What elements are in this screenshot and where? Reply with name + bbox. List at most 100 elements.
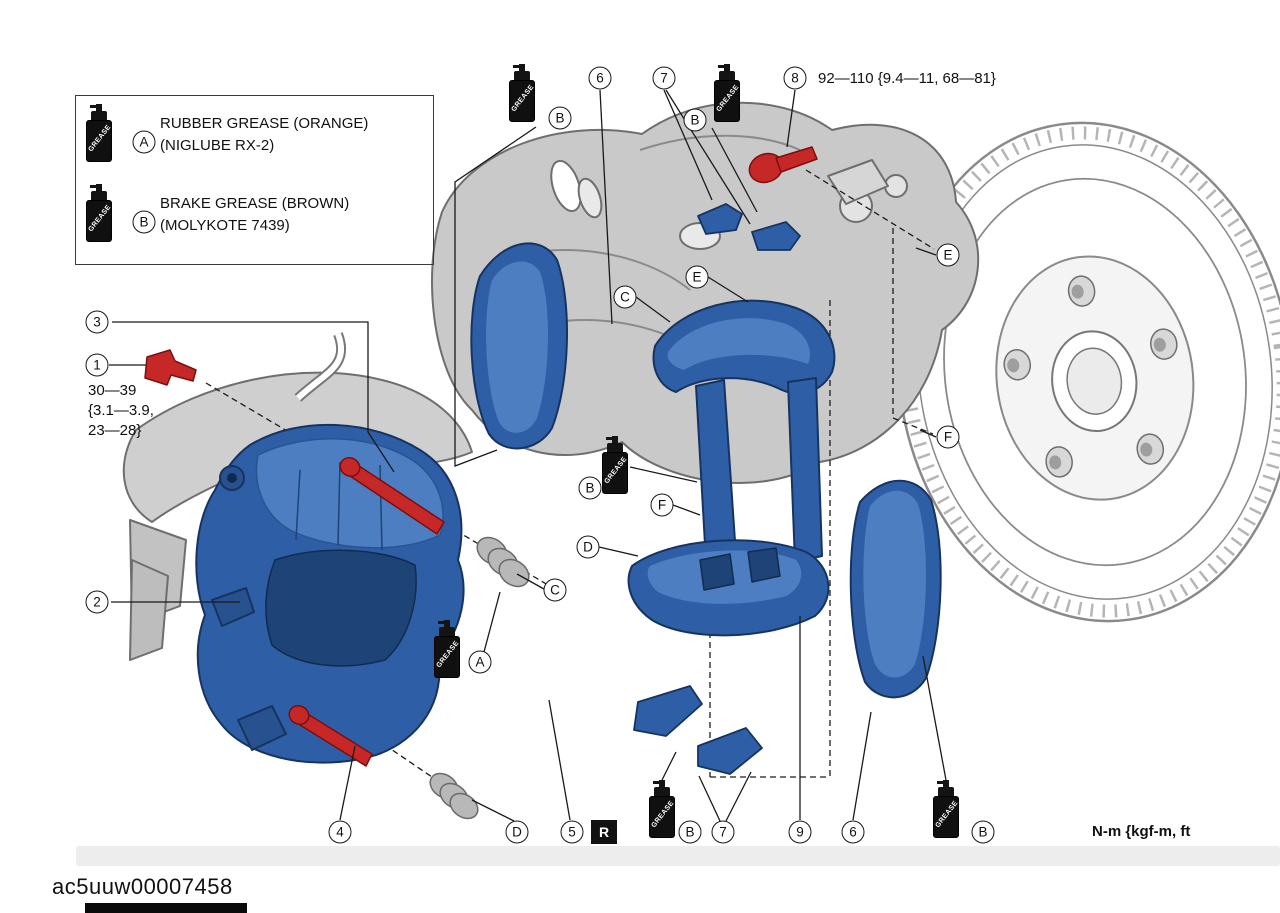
grease-can-cap-icon: [654, 787, 670, 796]
grease-can-nozzle-icon: [90, 104, 102, 111]
callout-7-bottom: 7: [711, 820, 735, 844]
callout-5: 5: [560, 820, 584, 844]
grease-legend: GREASE A RUBBER GREASE (ORANGE) (NIGLUBE…: [75, 95, 434, 265]
callout-f-mid: F: [650, 493, 674, 517]
grease-can-body-icon: GREASE: [86, 120, 112, 162]
caliper-mounting-bracket: [627, 299, 836, 637]
callout-f-right: F: [936, 425, 960, 449]
grease-can-nozzle-icon: [718, 64, 730, 71]
grease-can-nozzle-icon: [937, 780, 949, 787]
grease-can-body-icon: GREASE: [649, 796, 675, 838]
grease-can-nozzle-icon: [606, 436, 618, 443]
grease-can-label: GREASE: [87, 203, 112, 234]
guide-pin-upper: [339, 456, 445, 535]
restraint-marker: R: [591, 820, 617, 844]
caliper-bolt-8: [748, 146, 818, 184]
callout-grease-b-top-left: B: [548, 106, 572, 130]
brake-rotor: [896, 121, 1280, 623]
callout-grease-b-bottom-left: B: [678, 820, 702, 844]
steering-knuckle: [122, 101, 980, 661]
callout-d-bottom: D: [505, 820, 529, 844]
pad-guide-clips-lower: [633, 685, 763, 775]
callout-grease-b-bottom-right: B: [971, 820, 995, 844]
torque-spec-bolt-8: 92—110 {9.4—11, 68—81}: [818, 70, 996, 87]
legend-item-brake-grease: GREASE B BRAKE GREASE (BROWN) (MOLYKOTE …: [76, 184, 433, 264]
grease-can-icon: GREASE: [432, 620, 462, 678]
page-edge-bar: [85, 903, 247, 913]
grease-can-nozzle-icon: [653, 780, 665, 787]
grease-can-cap-icon: [514, 71, 530, 80]
torque-spec-bolt-1: 30—39 {3.1—3.9, 23—28}: [88, 381, 154, 441]
grease-can-nozzle-icon: [513, 64, 525, 71]
callout-grease-b-top-right: B: [683, 108, 707, 132]
grease-can-body-icon: GREASE: [602, 452, 628, 494]
brake-pad-outer: [849, 479, 942, 699]
grease-can-nozzle-icon: [90, 184, 102, 191]
grease-can-icon: GREASE: [647, 780, 677, 838]
grease-can-body-icon: GREASE: [714, 80, 740, 122]
callout-4: 4: [328, 820, 352, 844]
grease-can-label: GREASE: [510, 83, 535, 114]
legend-key-a: A: [132, 130, 156, 154]
caliper-bolt-1: [144, 349, 197, 386]
callout-1: 1: [85, 353, 109, 377]
grease-can-body-icon: GREASE: [933, 796, 959, 838]
callout-e-mid: E: [685, 265, 709, 289]
legend-text-a: RUBBER GREASE (ORANGE) (NIGLUBE RX-2): [160, 113, 368, 157]
legend-text-b: BRAKE GREASE (BROWN) (MOLYKOTE 7439): [160, 193, 349, 237]
leader-lines: [109, 89, 947, 822]
grease-can-label: GREASE: [934, 799, 959, 830]
torque-spec-bolt-1-line2: {3.1—3.9,: [88, 402, 154, 419]
grease-can-body-icon: GREASE: [509, 80, 535, 122]
grease-can-label: GREASE: [715, 83, 740, 114]
callout-c-lower: C: [543, 578, 567, 602]
grease-can-cap-icon: [439, 627, 455, 636]
legend-a-line1: RUBBER GREASE (ORANGE): [160, 115, 369, 132]
callout-7-top: 7: [652, 66, 676, 90]
grease-can-cap-icon: [91, 111, 107, 120]
grease-can-label: GREASE: [650, 799, 675, 830]
legend-b-line1: BRAKE GREASE (BROWN): [160, 195, 350, 212]
grease-can-cap-icon: [938, 787, 954, 796]
guide-pin-boot-lower: [429, 772, 479, 820]
callout-3: 3: [85, 310, 109, 334]
grease-can-body-icon: GREASE: [434, 636, 460, 678]
torque-spec-bolt-1-line3: 23—28}: [88, 422, 142, 439]
pad-guide-clips-upper: [697, 203, 801, 251]
cutaway-curve: [294, 332, 347, 402]
callout-e-right: E: [936, 243, 960, 267]
page-edge-strip: [76, 846, 1280, 866]
grease-can-body-icon: GREASE: [86, 200, 112, 242]
grease-can-nozzle-icon: [438, 620, 450, 627]
legend-b-line2: (MOLYKOTE 7439): [160, 217, 290, 234]
callout-8: 8: [783, 66, 807, 90]
callout-6-top: 6: [588, 66, 612, 90]
callout-grease-b-mid: B: [578, 476, 602, 500]
grease-can-cap-icon: [91, 191, 107, 200]
torque-spec-bolt-1-line1: 30—39: [88, 382, 137, 399]
grease-can-label: GREASE: [603, 455, 628, 486]
grease-can-icon: GREASE: [84, 184, 114, 242]
legend-a-line2: (NIGLUBE RX-2): [160, 137, 275, 154]
callout-9: 9: [788, 820, 812, 844]
guide-pin-lower: [288, 704, 373, 767]
callout-c-upper: C: [613, 285, 637, 309]
grease-can-icon: GREASE: [507, 64, 537, 122]
figure-code: ac5uuw00007458: [52, 874, 233, 899]
callout-2: 2: [85, 590, 109, 614]
grease-can-icon: GREASE: [931, 780, 961, 838]
grease-can-label: GREASE: [435, 639, 460, 670]
grease-can-icon: GREASE: [84, 104, 114, 162]
units-note: N-m {kgf-m, ft: [1092, 823, 1191, 840]
grease-can-icon: GREASE: [712, 64, 742, 122]
brake-pad-inner: [470, 242, 568, 450]
grease-can-cap-icon: [607, 443, 623, 452]
callout-d-mid: D: [576, 535, 600, 559]
callout-grease-a-mid: A: [468, 650, 492, 674]
grease-can-label: GREASE: [87, 123, 112, 154]
brake-caliper: [195, 423, 465, 764]
grease-can-icon: GREASE: [600, 436, 630, 494]
legend-item-rubber-grease: GREASE A RUBBER GREASE (ORANGE) (NIGLUBE…: [76, 104, 433, 184]
